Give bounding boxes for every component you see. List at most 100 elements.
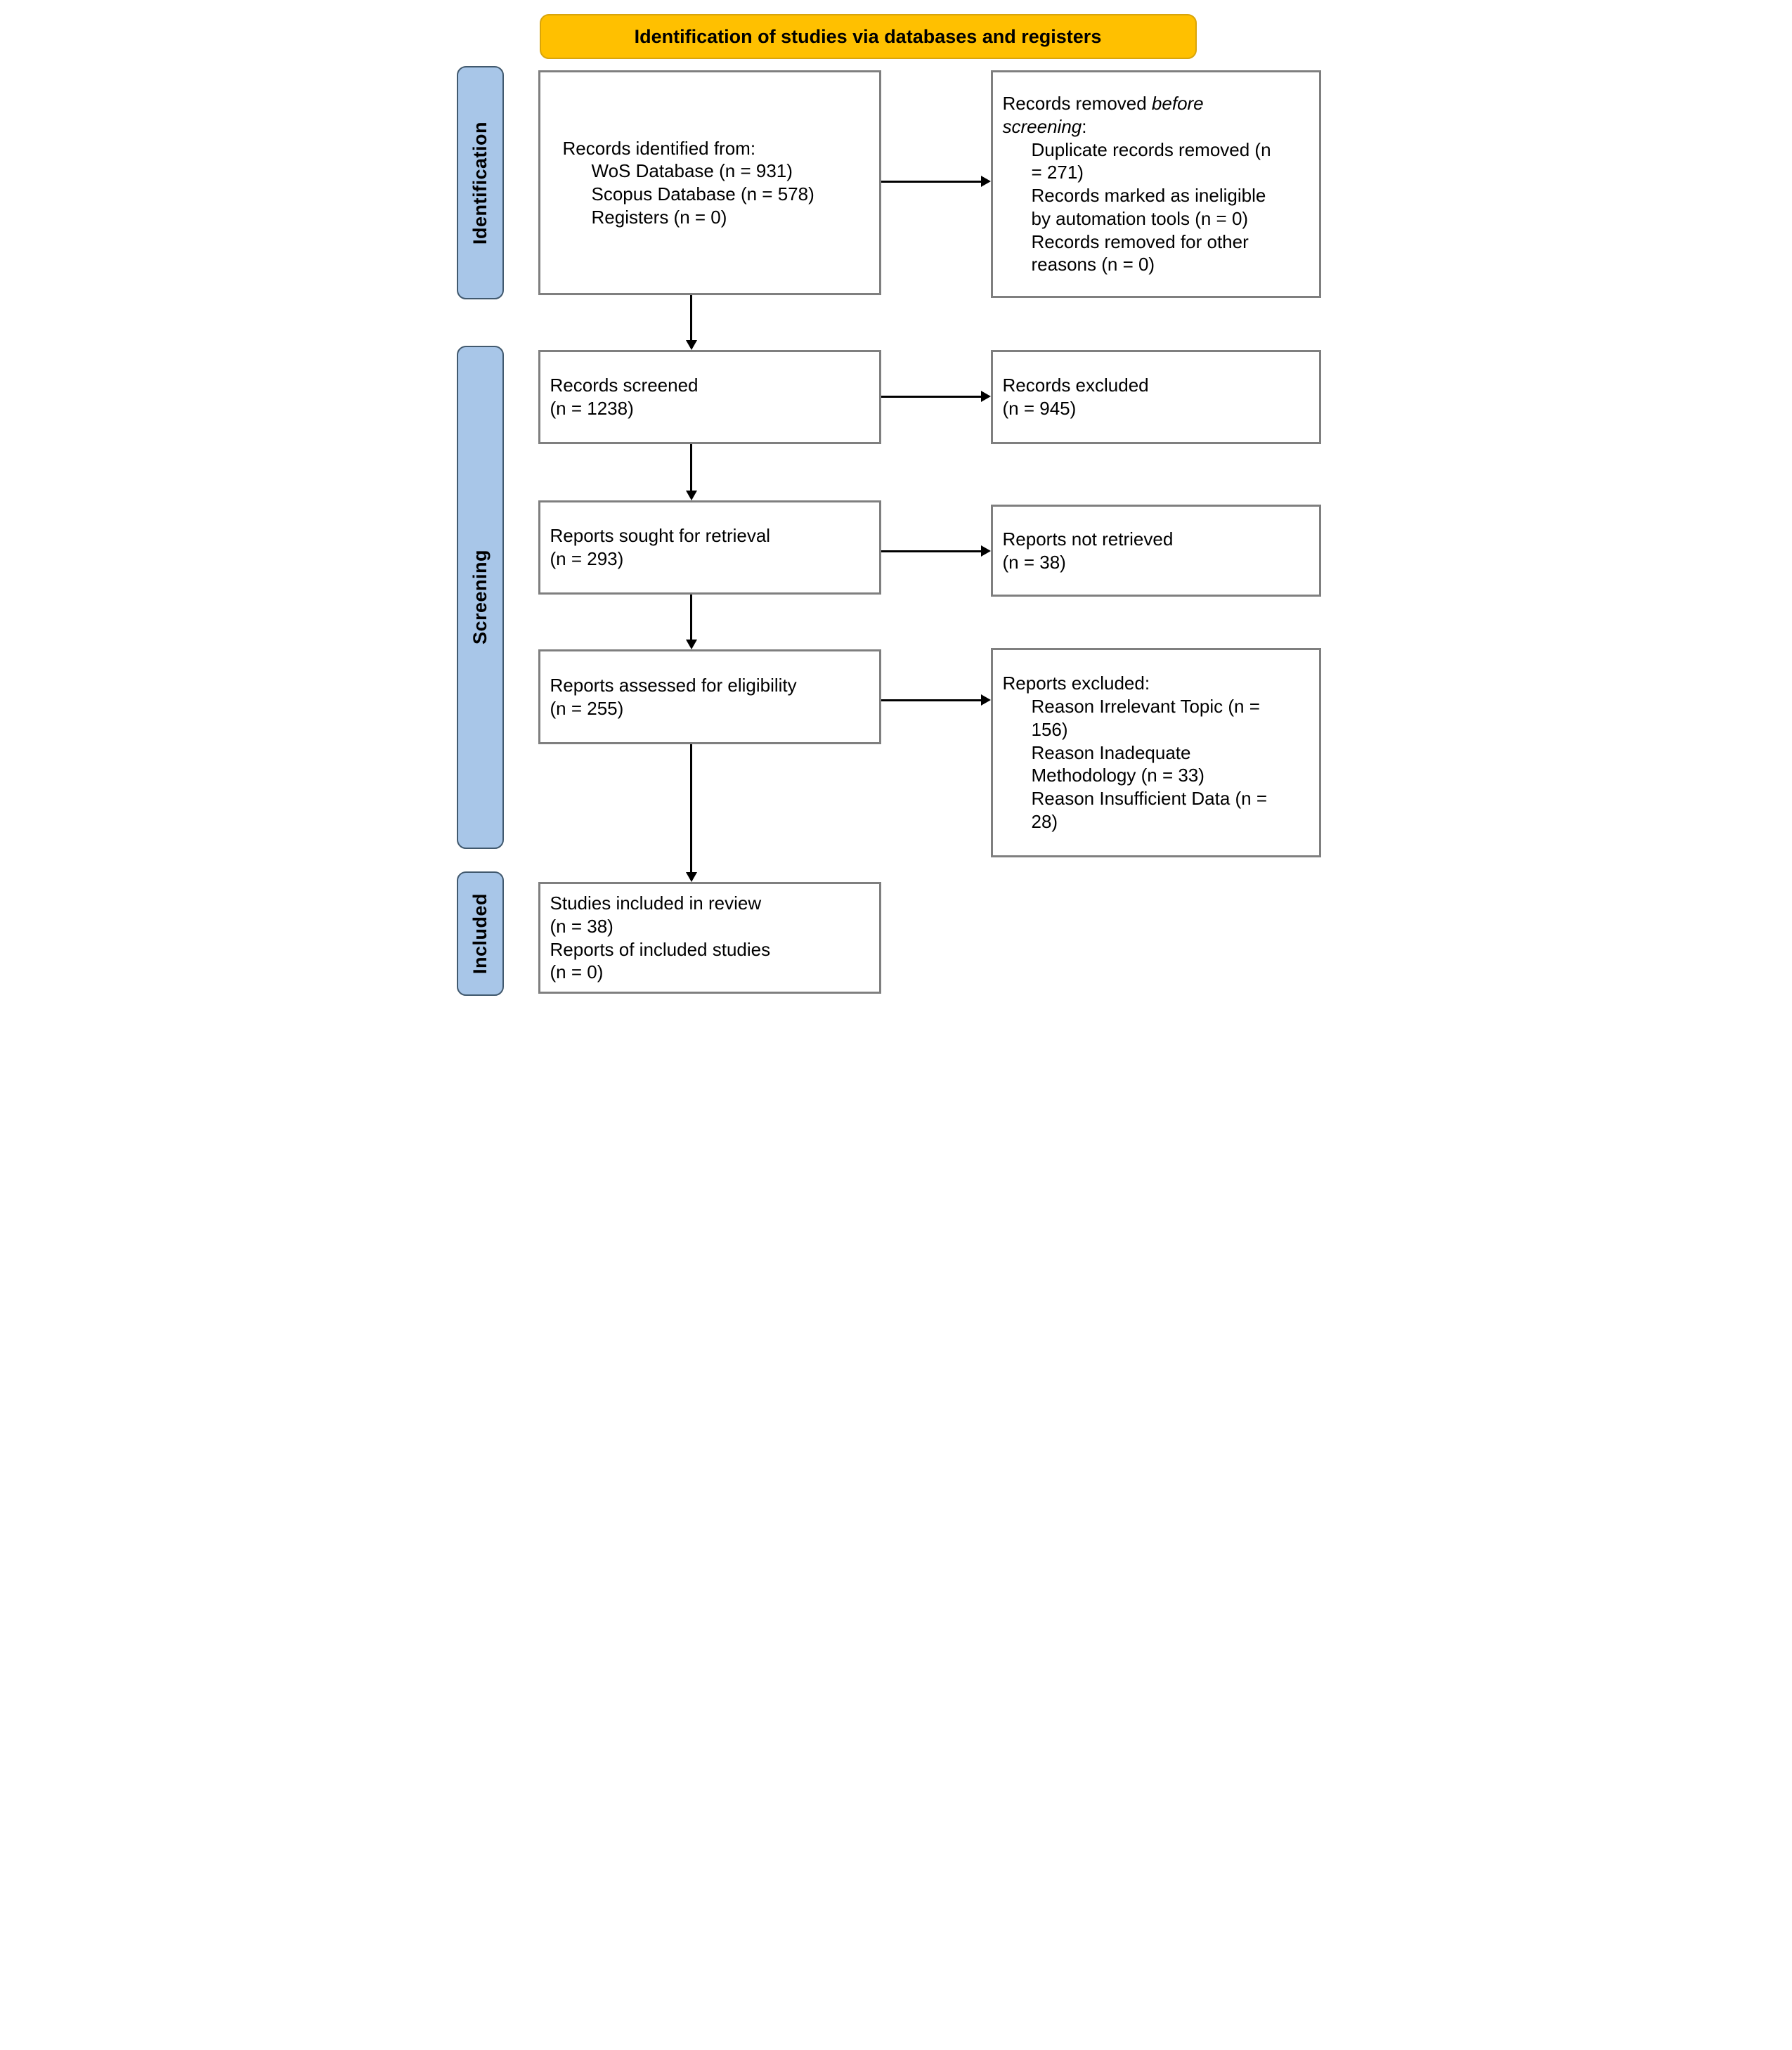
box-line-text: Records identified from: (562, 137, 756, 159)
arrowhead-down-icon (685, 872, 697, 882)
box-line-text: Reason Inadequate (1031, 741, 1191, 763)
box-line: Records identified from: (563, 137, 875, 160)
box-line-text: (n = 293) (550, 548, 624, 569)
diagram-title: Identification of studies via databases … (634, 25, 1102, 47)
box-line-text: reasons (n = 0) (1031, 254, 1155, 275)
box-line: Reports not retrieved (1003, 528, 1315, 551)
box-records-identified: Records identified from:WoS Database (n … (538, 70, 881, 295)
box-line: screening: (1003, 115, 1315, 138)
arrowhead-right-icon (980, 391, 991, 402)
box-line: (n = 38) (550, 915, 875, 938)
box-line-text: (n = 255) (550, 697, 624, 719)
box-line-text: Records removed (1002, 93, 1152, 114)
box-line: Methodology (n = 33) (1003, 764, 1315, 787)
box-reports-assessed: Reports assessed for eligibility(n = 255… (538, 649, 881, 744)
arrow-line (881, 396, 982, 398)
stage-bar-included: Included (456, 871, 504, 996)
box-line: = 271) (1003, 161, 1315, 184)
box-line-text: Reports excluded: (1002, 673, 1150, 694)
box-line: (n = 1238) (550, 397, 875, 420)
arrowhead-right-icon (980, 545, 991, 557)
box-records-excluded: Records excluded(n = 945) (990, 350, 1321, 444)
box-line-text: Records removed for other (1031, 231, 1249, 252)
arrowhead-down-icon (685, 491, 697, 500)
box-line: Reason Insufficient Data (n = (1003, 787, 1315, 810)
box-line: WoS Database (n = 931) (563, 160, 875, 183)
box-line: (n = 0) (550, 961, 875, 984)
box-line-text: Reports not retrieved (1002, 528, 1174, 550)
arrow-line (689, 595, 692, 640)
arrow-line (881, 699, 982, 701)
box-line-text: Records screened (550, 375, 699, 396)
arrowhead-down-icon (685, 340, 697, 350)
box-line-text: Reason Irrelevant Topic (n = (1031, 696, 1260, 718)
box-line-text: Reports sought for retrieval (550, 525, 771, 547)
box-line: Records removed before (1003, 92, 1315, 115)
box-line: Scopus Database (n = 578) (563, 183, 875, 206)
box-line-text: Duplicate records removed (n (1031, 138, 1271, 160)
box-line: 28) (1003, 810, 1315, 833)
box-line: Records removed for other (1003, 231, 1315, 254)
stage-label-included: Included (469, 893, 491, 974)
box-line: Registers (n = 0) (563, 206, 875, 229)
arrowhead-right-icon (980, 176, 991, 187)
box-line: Studies included in review (550, 892, 875, 915)
box-line-text: Records marked as ineligible (1031, 185, 1266, 206)
box-line-text: Reports of included studies (550, 938, 771, 960)
arrow-line (689, 295, 692, 341)
box-reports-not-retrieved: Reports not retrieved(n = 38) (990, 505, 1321, 597)
box-line-text: Methodology (n = 33) (1031, 765, 1205, 786)
box-line: Reports assessed for eligibility (550, 674, 875, 697)
box-line-text: Reports assessed for eligibility (550, 674, 797, 696)
arrowhead-right-icon (980, 694, 991, 706)
box-line: Duplicate records removed (n (1003, 138, 1315, 162)
stage-bar-identification: Identification (456, 66, 504, 299)
box-records-screened: Records screened(n = 1238) (538, 350, 881, 444)
box-line-text: (n = 0) (550, 961, 604, 983)
box-line-text: Reason Insufficient Data (n = (1031, 788, 1268, 810)
arrow-line (881, 181, 982, 183)
prisma-flow-diagram: Identification of studies via databases … (448, 0, 1344, 1025)
box-line: Records marked as ineligible (1003, 184, 1315, 207)
box-line-text: = 271) (1031, 162, 1084, 183)
box-line: reasons (n = 0) (1003, 253, 1315, 276)
box-line: (n = 255) (550, 697, 875, 720)
box-line: Records screened (550, 374, 875, 397)
stage-label-identification: Identification (469, 121, 491, 245)
box-studies-included: Studies included in review(n = 38)Report… (538, 882, 881, 994)
box-line-italic-text: screening (1002, 115, 1082, 137)
arrow-line (689, 444, 692, 491)
box-line: Reason Inadequate (1003, 741, 1315, 765)
box-reports-excluded: Reports excluded:Reason Irrelevant Topic… (990, 648, 1321, 857)
box-line-text: Records excluded (1002, 375, 1149, 396)
stage-label-screening: Screening (469, 550, 491, 645)
box-line-text: WoS Database (n = 931) (591, 160, 793, 182)
diagram-title-banner: Identification of studies via databases … (539, 14, 1197, 59)
box-line-text: Scopus Database (n = 578) (591, 183, 814, 205)
box-line: Records excluded (1003, 374, 1315, 397)
box-line: Reason Irrelevant Topic (n = (1003, 695, 1315, 718)
arrow-line (881, 550, 982, 552)
stage-bar-screening: Screening (456, 346, 504, 849)
arrow-line (689, 744, 692, 873)
box-line-text: (n = 1238) (550, 398, 634, 419)
box-line-text: (n = 945) (1002, 398, 1077, 419)
box-line-text: : (1082, 115, 1087, 137)
box-line: Reports excluded: (1003, 672, 1315, 695)
box-line: by automation tools (n = 0) (1003, 207, 1315, 231)
box-line-text: Registers (n = 0) (591, 206, 727, 228)
box-line: (n = 38) (1003, 551, 1315, 574)
arrowhead-down-icon (685, 640, 697, 649)
box-line: (n = 293) (550, 547, 875, 571)
box-line: Reports of included studies (550, 938, 875, 961)
box-line-text: Studies included in review (550, 893, 762, 914)
box-reports-sought: Reports sought for retrieval(n = 293) (538, 500, 881, 595)
box-line: Reports sought for retrieval (550, 524, 875, 547)
box-line: (n = 945) (1003, 397, 1315, 420)
box-line-text: by automation tools (n = 0) (1031, 207, 1249, 229)
box-line-text: (n = 38) (1002, 551, 1066, 573)
box-line-text: (n = 38) (550, 915, 613, 937)
box-line: 156) (1003, 718, 1315, 741)
box-line-text: 28) (1031, 810, 1058, 832)
